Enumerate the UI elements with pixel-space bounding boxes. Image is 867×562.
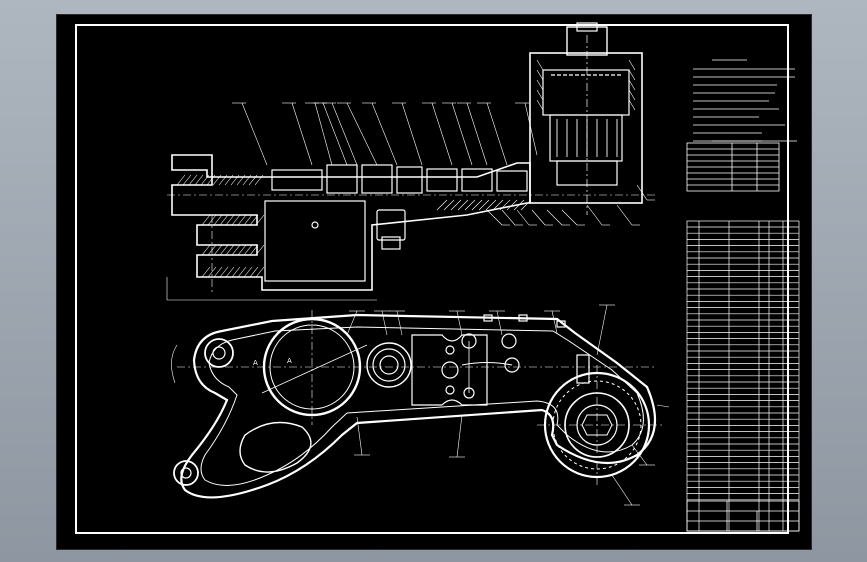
cad-drawing: A A — [166, 22, 800, 532]
technical-notes — [693, 59, 797, 142]
section-label-a: A — [287, 357, 292, 365]
parts-list — [686, 220, 800, 532]
parameter-table — [686, 140, 780, 192]
sheet-border — [75, 24, 789, 534]
plan-view — [171, 304, 670, 506]
cad-viewport[interactable]: A A — [56, 14, 812, 550]
section-label-a-secondary: A — [253, 359, 258, 367]
title-block — [686, 500, 800, 532]
section-view — [166, 22, 657, 301]
